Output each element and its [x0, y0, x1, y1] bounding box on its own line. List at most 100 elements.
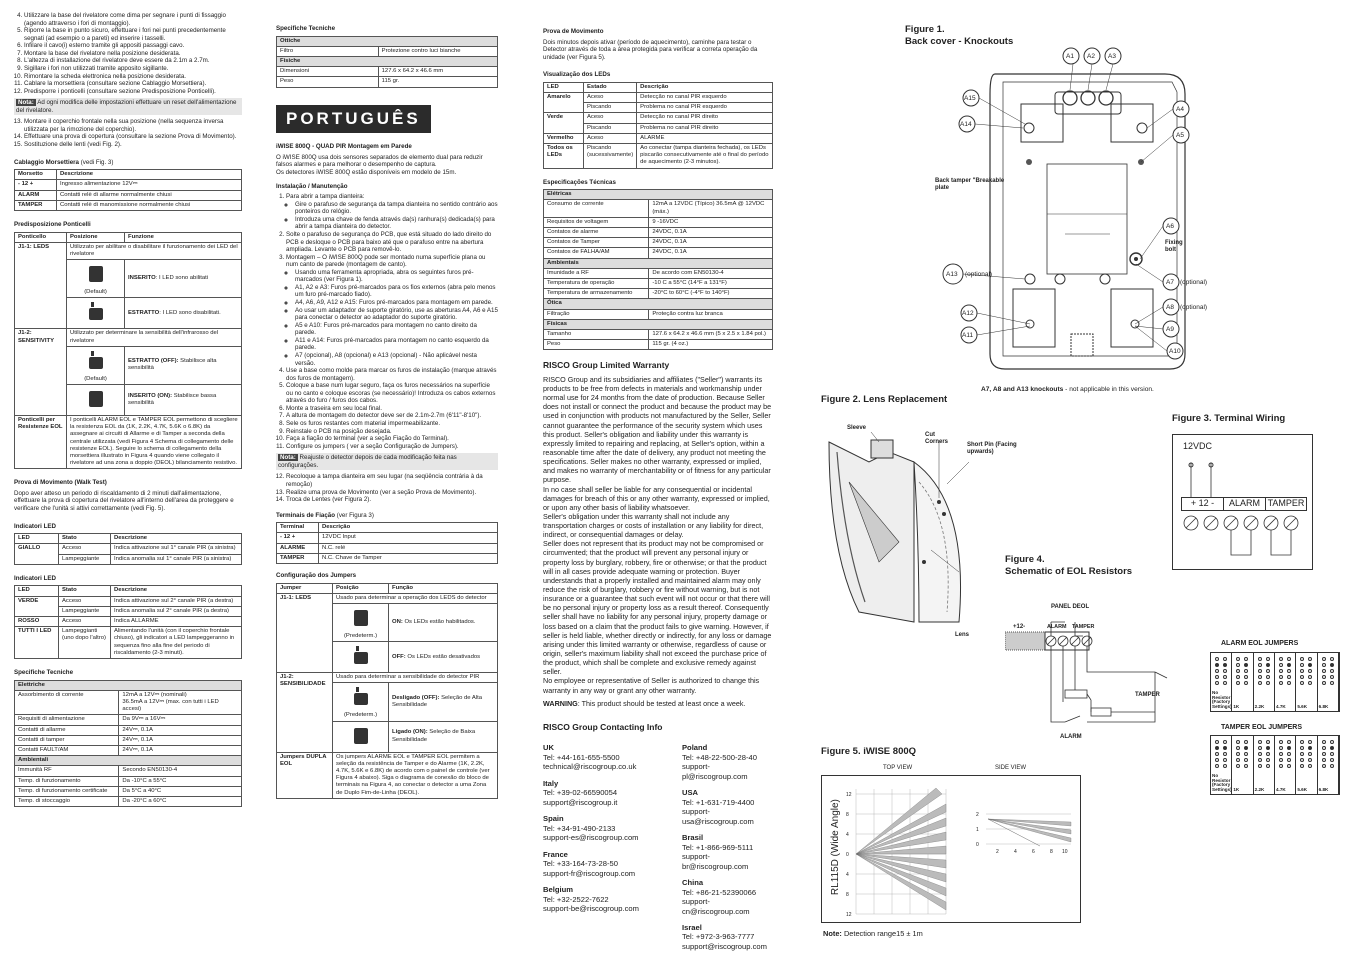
- spec-value: -10 C a 55°C (14°F a 131°F): [648, 278, 773, 290]
- contact-phone: Tel: +972-3-963-7777: [681, 932, 755, 942]
- spec-value: 115 gr.: [377, 76, 499, 88]
- contact-country: China: [681, 878, 704, 888]
- contact-phone: Tel: +32-2522-7622: [543, 894, 609, 904]
- svg-text:A10: A10: [1169, 348, 1181, 355]
- resistor-value: 5.6K: [1297, 704, 1308, 710]
- svg-text:2: 2: [976, 812, 979, 818]
- list-item: Sostituzione delle lenti (vedi Fig. 2).: [24, 141, 242, 149]
- spec-value: 127.6 x 64.2 x 46.6 mm: [377, 66, 499, 78]
- jumper-col: 1K: [1232, 653, 1254, 711]
- spec-name: Imunidade a RF: [542, 267, 650, 280]
- jumper-config-title: Configuração dos Jumpers: [276, 572, 357, 579]
- jumper-col: No Resistor (Factory Settings): [1211, 736, 1233, 794]
- jumper-col: 4.7K: [1275, 736, 1297, 794]
- spec-name: Temp. di funzionamento certificate: [13, 785, 120, 797]
- jumper-on-icon: [346, 608, 376, 630]
- eol-schematic: [1005, 621, 1168, 723]
- figure-3-title: Figure 3. Terminal Wiring: [1172, 413, 1286, 424]
- contact-email: support-br@riscogroup.com: [681, 852, 749, 871]
- warranty-text: RISCO Group and its subsidiaries and aff…: [543, 375, 773, 695]
- panel-deol-label: PANEL DEOL: [1051, 604, 1090, 610]
- spec-name: Contatos de alarme: [542, 227, 650, 239]
- spec-value: 24VDC, 0.1A: [648, 227, 773, 239]
- jumper-col: No Resistor (Factory Settings): [1211, 653, 1233, 711]
- resistor-value: No Resistor (Factory Settings): [1212, 772, 1232, 793]
- jumper-on-icon: [81, 264, 111, 286]
- list-item: Configure os jumpers ( ver a seção Confi…: [286, 443, 498, 451]
- contact-country: Israel: [681, 922, 702, 932]
- spec-group: Ótica: [543, 298, 773, 310]
- resistor-value: 6.8K: [1318, 787, 1329, 793]
- list-item: Recoloque a tampa dianteira em seu lugar…: [286, 473, 498, 488]
- contact-phone: Tel: +86-21-52390066: [681, 887, 757, 897]
- list-item: Reinstale o PCB na posição desejada.: [286, 428, 498, 436]
- spec-title: Specifiche Tecniche: [276, 25, 336, 32]
- product-subtitle: iWISE 800Q - QUAD PIR Montagem em Parede: [276, 143, 412, 151]
- list-item: Montare il coperchio frontale nella sua …: [24, 118, 242, 133]
- svg-text:4: 4: [846, 872, 849, 878]
- figure-5-note: Note: Detection range15 ± 1m: [823, 929, 923, 938]
- resistor-value: 2.2K: [1254, 787, 1265, 793]
- svg-text:A12: A12: [962, 310, 974, 317]
- figure-1-note: A7, A8 and A13 knockouts - not applicabl…: [981, 386, 1154, 393]
- contact-country: UK: [543, 743, 554, 753]
- led-title-1: Indicatori LED: [14, 522, 56, 530]
- spec-value: 24V⎓, 0.1A: [118, 724, 242, 736]
- led-title: Visualização dos LEDs: [543, 71, 611, 79]
- resistor-value: 2.2K: [1254, 704, 1265, 710]
- contact-phone: Tel: +33-164-73-28-50: [543, 859, 618, 869]
- list-item: A altura de montagem do detector deve se…: [286, 412, 498, 420]
- contact-email: support@riscogroup.com: [681, 941, 767, 951]
- warranty-paragraph: In no case shall seller be liable for an…: [543, 484, 770, 512]
- spec-value: Da -20°C a 60°C: [118, 795, 242, 808]
- spec-name: Tamanho: [542, 329, 650, 341]
- svg-text:A5: A5: [1176, 132, 1184, 139]
- list-item: Montare la base del rivelatore nella pos…: [24, 50, 242, 58]
- svg-text:1: 1: [976, 827, 979, 833]
- contact-phone: Tel: +1-866-969-5111: [681, 842, 754, 852]
- svg-text:A6: A6: [1166, 223, 1174, 230]
- figures-column: Figure 1.Back cover - Knockouts: [815, 12, 1345, 952]
- warning-text: WARNING: This product should be tested a…: [543, 698, 746, 708]
- install-steps: Para abrir a tampa dianteira:Gire o para…: [276, 193, 498, 367]
- reset-note: Nota: Reajuste o detector depois de cada…: [276, 453, 498, 471]
- contact-email: support-fr@riscogroup.com: [543, 868, 636, 878]
- list-item: Effettuare una prova di copertura (consu…: [24, 133, 242, 141]
- list-item: L'altezza di installazione del rivelator…: [24, 57, 242, 65]
- spec-name: Temp. di funzionamento: [13, 775, 120, 787]
- spec-name: Filtração: [542, 308, 650, 320]
- contact-phone: Tel: +1-631-719-4400: [681, 797, 755, 807]
- spec-name: Contatti di allarme: [13, 724, 120, 736]
- cut-corners-label: Cut Corners: [925, 432, 949, 446]
- svg-text:A3: A3: [1108, 53, 1116, 60]
- tamper-eol-title: TAMPER EOL JUMPERS: [1221, 724, 1303, 731]
- svg-text:A9: A9: [1166, 326, 1174, 333]
- jumper-on-icon: [346, 726, 376, 748]
- spec-name: Peso: [542, 339, 650, 351]
- terminal-title: Terminais de Fiação (ver Figura 3): [276, 511, 374, 519]
- list-item: Usando uma ferramenta apropriada, abra o…: [295, 269, 498, 284]
- spec-value: Da -10°C a 55°C: [118, 775, 242, 787]
- 12vdc-label: 12VDC: [1183, 441, 1213, 451]
- walk-test-text: Dois minutos depois ativar (período de a…: [543, 38, 758, 61]
- spec-value: Da 9V⎓ a 16V⎓: [118, 714, 242, 726]
- svg-text:6: 6: [1032, 849, 1035, 855]
- resistor-value: 1K: [1233, 704, 1240, 710]
- list-item: Coloque a base num lugar seguro, faça os…: [286, 382, 498, 405]
- spec-value: 12mA a 12VDC (Típico) 36.5mA @ 12VDC (má…: [648, 199, 773, 218]
- spec-value: 24V⎓, 0.1A: [118, 734, 242, 746]
